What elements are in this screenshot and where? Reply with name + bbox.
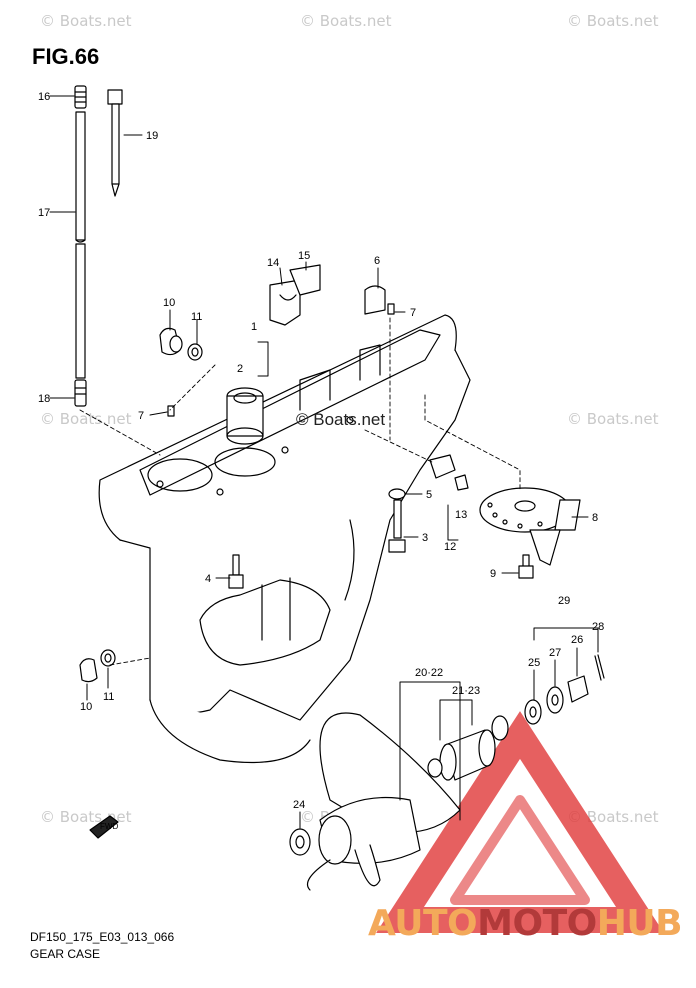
cotter-pin-28	[597, 654, 605, 679]
washer-25	[524, 699, 542, 725]
watermark: © Boats.net	[567, 12, 659, 30]
callout-26: 26	[571, 634, 583, 646]
callout-11: 11	[191, 311, 202, 323]
gear-case-housing	[98, 314, 471, 764]
assembly-lines	[79, 317, 521, 666]
watermark: © Boats.net	[40, 12, 132, 30]
callout-28: 28	[592, 621, 604, 633]
callout-17: 17	[38, 207, 50, 219]
callout-29: 29	[558, 595, 570, 607]
washer-5	[388, 488, 406, 500]
washer-21-23	[491, 715, 509, 741]
callout-9: 9	[490, 568, 496, 580]
callout-3: 3	[422, 532, 428, 544]
leader-lines	[49, 95, 599, 829]
plug-10-lower	[79, 658, 98, 683]
callout-7: 7	[410, 307, 416, 319]
callout-4: 4	[205, 573, 211, 585]
block-12-13	[429, 454, 469, 491]
figure-title: FIG.66	[32, 44, 100, 69]
callout-15: 15	[298, 250, 310, 262]
callout-8: 8	[592, 512, 598, 524]
plug-10-upper	[159, 327, 183, 356]
callout-25: 25	[528, 657, 540, 669]
callout-24: 24	[293, 799, 305, 811]
watermark: © Boats.net	[300, 12, 392, 30]
callout-5: 5	[426, 489, 432, 501]
cap-6	[364, 285, 386, 315]
center-watermark: © Boats.net	[296, 410, 386, 429]
callout-27: 27	[549, 647, 561, 659]
anode-8	[479, 487, 581, 566]
callout-10: 10	[80, 701, 92, 713]
fwd-label: FWD	[100, 822, 118, 831]
propeller	[306, 712, 461, 891]
pin-7-upper	[387, 303, 395, 315]
bolt-4	[228, 554, 244, 589]
washer-11-upper	[187, 343, 203, 361]
callout-14: 14	[267, 257, 279, 269]
pin-7-lower	[167, 405, 175, 417]
callout-13: 13	[455, 509, 467, 521]
bolt-9	[518, 554, 534, 579]
brand-part-2: MOTO	[477, 903, 597, 944]
brand-logo-text: AUTOMOTOHUB	[368, 903, 683, 944]
bracket-14-15	[269, 264, 321, 326]
callout-10: 10	[163, 297, 175, 309]
spacer-27	[546, 686, 564, 714]
callout-12: 12	[444, 541, 456, 553]
callout-11: 11	[103, 691, 114, 703]
logo-triangle	[376, 711, 664, 933]
drive-shaft	[74, 85, 87, 407]
callout-20-22: 20·22	[415, 667, 443, 679]
brand-part-3: HUB	[596, 903, 683, 944]
callout-16: 16	[38, 91, 50, 103]
callout-labels: 16 19 17 18 14 15 6 7 10 11 1 2 7 5 13 1…	[38, 91, 604, 831]
callout-6: 6	[374, 255, 380, 267]
watermark: © Boats.net	[40, 410, 132, 428]
diagram-caption: GEAR CASE	[30, 947, 101, 961]
brand-part-1: AUTO	[368, 903, 478, 944]
washer-11-lower	[100, 649, 116, 667]
callout-2: 2	[237, 363, 243, 375]
bushing-21-23	[439, 729, 496, 781]
ring-20-22	[427, 758, 443, 778]
bolt-3	[388, 499, 406, 553]
washer-24	[289, 828, 311, 856]
fwd-arrow-icon	[89, 815, 119, 839]
callout-18: 18	[38, 393, 50, 405]
cable-tie	[107, 89, 123, 197]
callout-19: 19	[146, 130, 158, 142]
watermark: © Boats.net	[567, 410, 659, 428]
callout-21-23: 21·23	[452, 685, 480, 697]
housing-details	[147, 344, 381, 496]
nut-26	[567, 675, 589, 703]
callout-1: 1	[251, 321, 257, 333]
callout-7: 7	[138, 410, 144, 422]
diagram-code: DF150_175_E03_013_066	[30, 930, 175, 944]
